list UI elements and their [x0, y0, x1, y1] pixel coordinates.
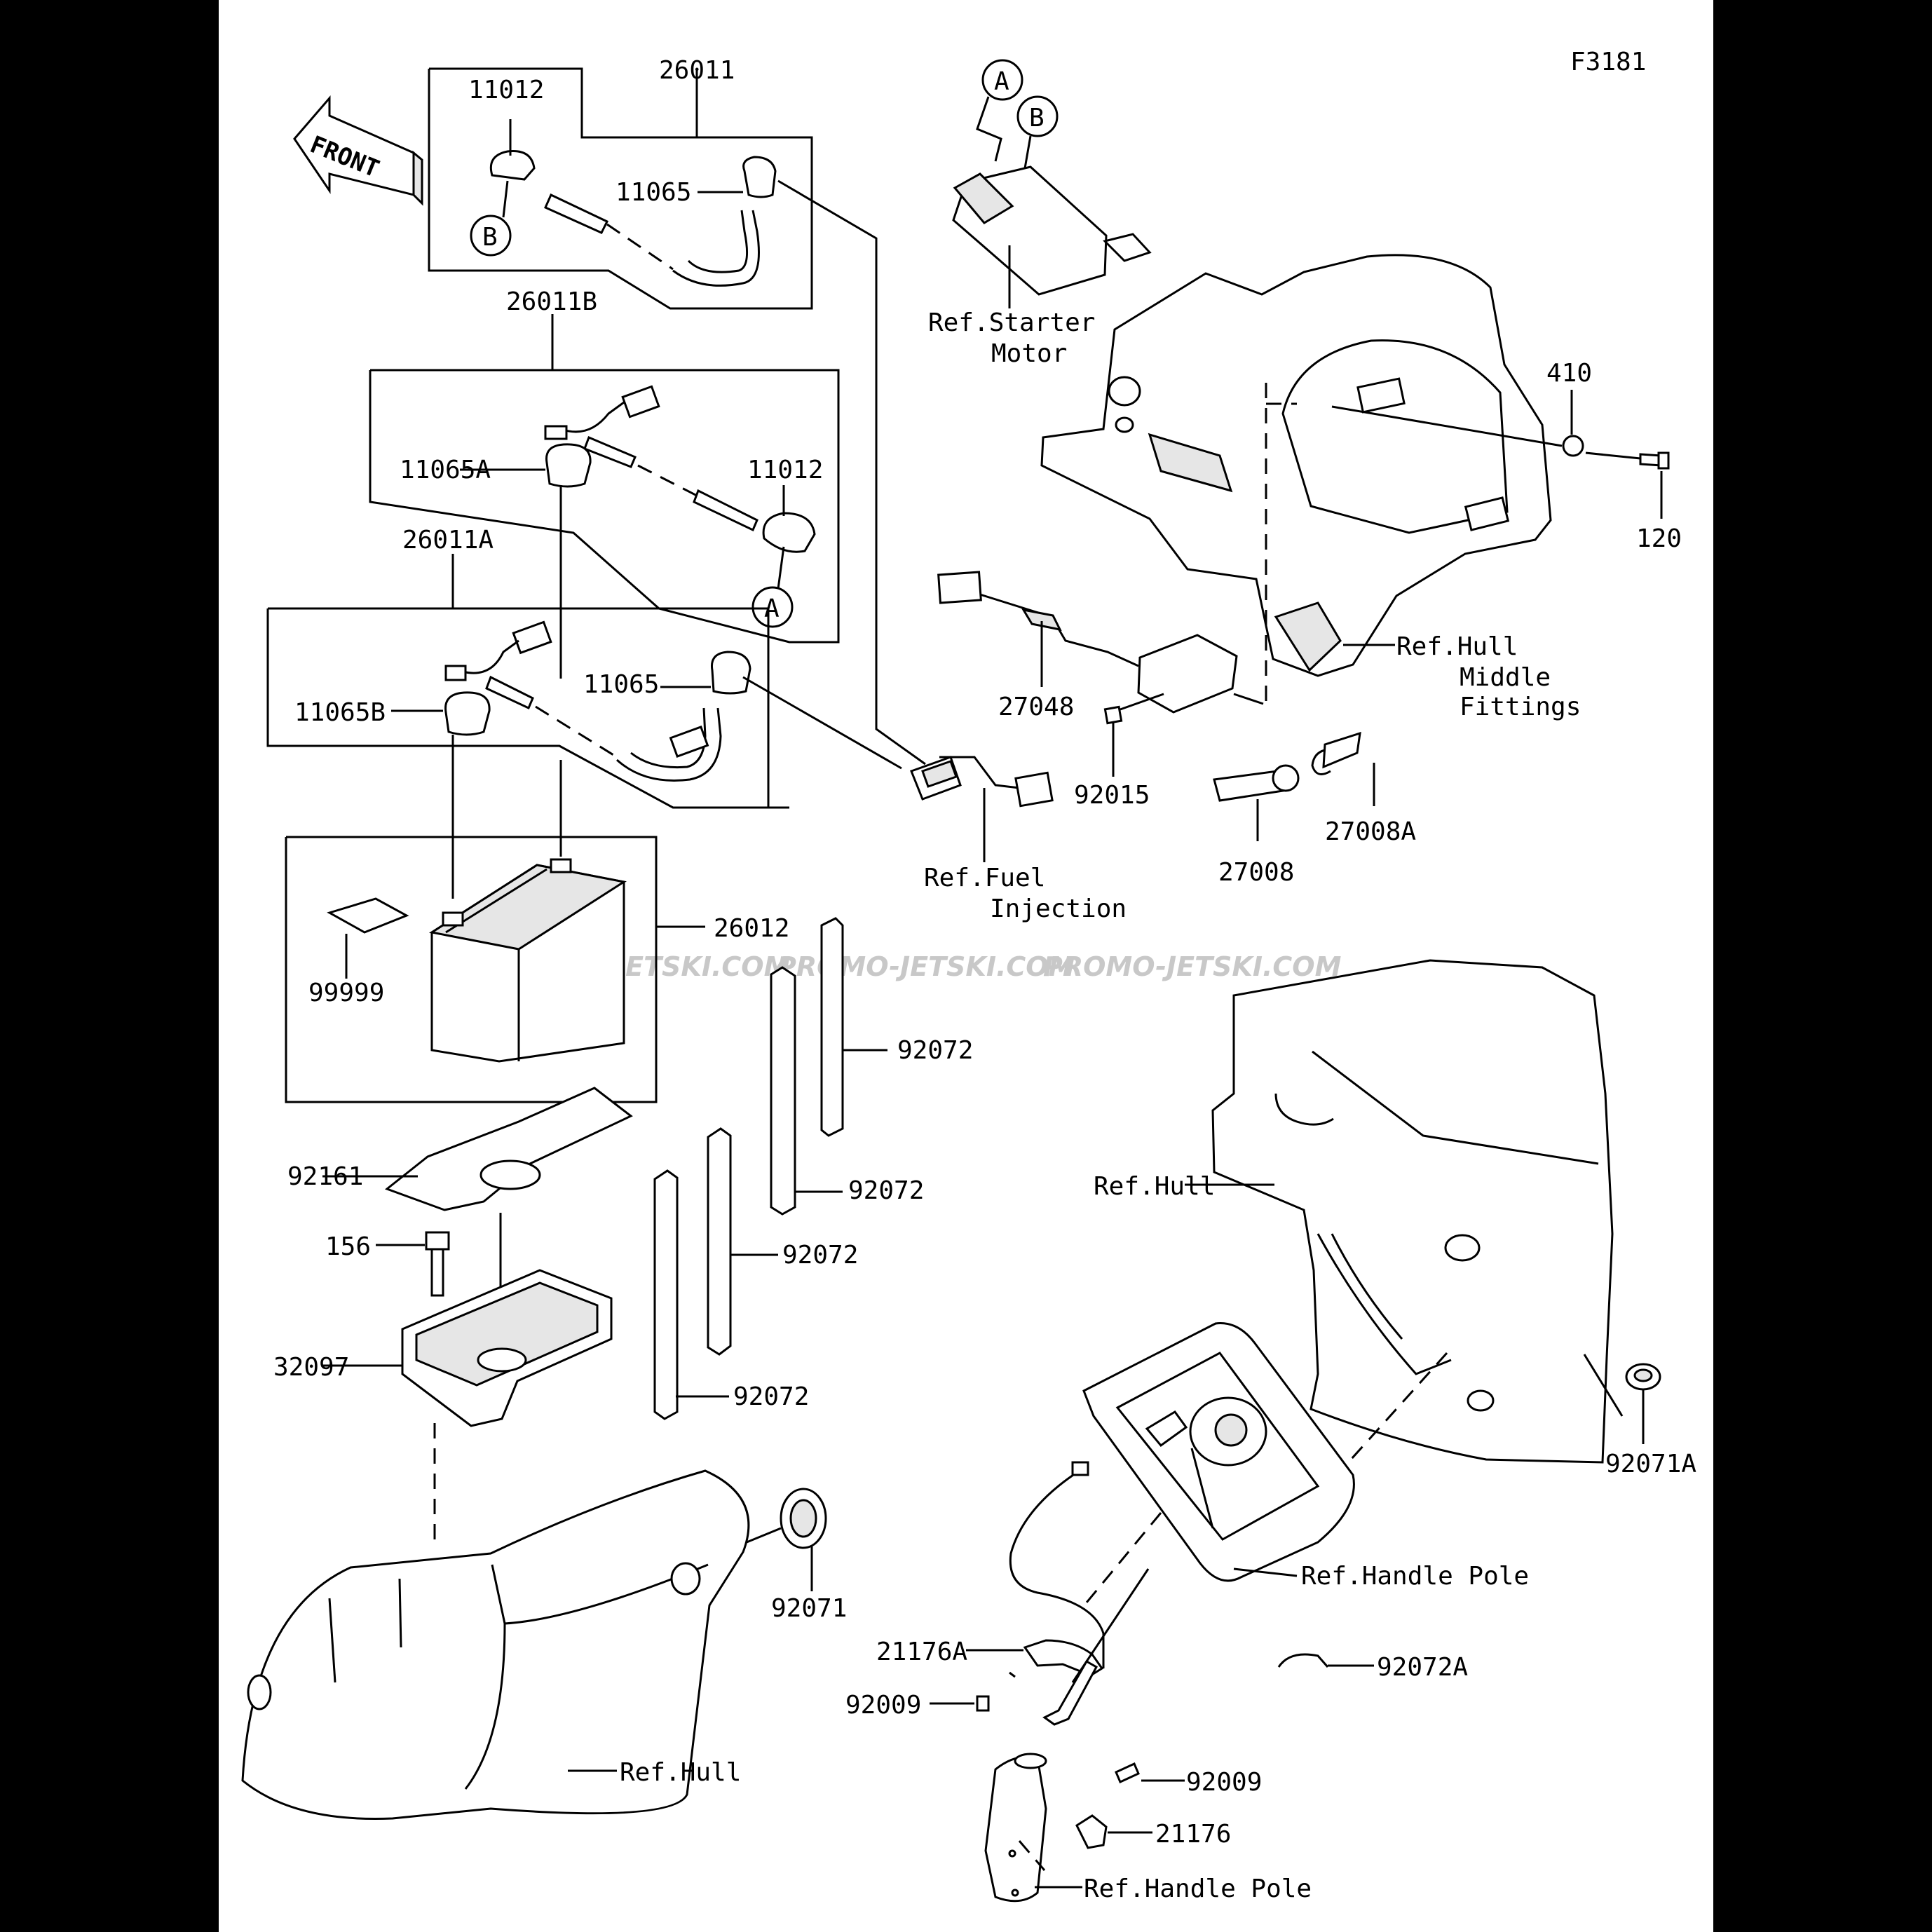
label-410: 410 [1546, 359, 1592, 388]
clip-92072A [1277, 1653, 1374, 1668]
ref-hull-middle-1: Ref.Hull [1396, 632, 1518, 661]
label-92072-4: 92072 [733, 1382, 809, 1411]
cable-assembly-26011B: A [369, 314, 840, 644]
label-26011A: 26011A [402, 526, 494, 555]
ref-fuel-2: Injection [990, 894, 1127, 923]
ref-starter-2: Motor [991, 339, 1067, 368]
label-120: 120 [1636, 524, 1682, 553]
starter-motor: A B [952, 59, 1152, 308]
marker-b-circle [470, 215, 512, 257]
label-92072-3: 92072 [782, 1241, 858, 1270]
cable-assembly-26011: B [428, 67, 813, 310]
label-92071A: 92071A [1605, 1450, 1696, 1478]
bolt-156 [376, 1213, 502, 1297]
watermark-text-1: JETSKI.COM [611, 951, 791, 982]
keys-27008 [1213, 731, 1375, 841]
ref-starter-1: Ref.Starter [928, 308, 1095, 337]
label-92009-2: 92009 [1186, 1768, 1262, 1797]
watermark: JETSKI.COM PROMO-JETSKI.COM PROMO-JETSKI… [611, 951, 1342, 982]
marker-b-label-2: B [1029, 104, 1045, 132]
label-92161: 92161 [287, 1162, 363, 1191]
switch-wire-21176A [930, 1461, 1162, 1712]
label-11012-mid: 11012 [747, 456, 823, 484]
relay-27048 [937, 571, 1264, 777]
label-11065A: 11065A [400, 456, 491, 484]
label-92015: 92015 [1074, 781, 1150, 810]
label-11065B: 11065B [294, 698, 386, 727]
hull-middle-fittings [1040, 254, 1552, 701]
marker-b-circle-2 [1016, 95, 1059, 137]
watermark-text-3: PROMO-JETSKI.COM [1043, 951, 1342, 982]
label-32097: 32097 [273, 1353, 349, 1382]
label-21176A: 21176A [876, 1638, 967, 1666]
label-92072-1: 92072 [897, 1036, 973, 1065]
fuel-injection-connector [910, 756, 1054, 862]
marker-b-label: B [482, 223, 498, 252]
label-26012: 26012 [714, 914, 789, 943]
ref-hull-middle-2: Middle [1460, 663, 1551, 692]
hull-right-section [1185, 959, 1624, 1482]
ref-fuel-1: Ref.Fuel [924, 864, 1045, 892]
ref-handle-pole-2: Ref.Handle Pole [1084, 1875, 1312, 1903]
label-11065-top: 11065 [615, 178, 691, 207]
label-92072-2: 92072 [848, 1176, 924, 1205]
label-92072A: 92072A [1377, 1653, 1468, 1682]
label-26011B: 26011B [506, 287, 597, 316]
cable-assembly-26011A [266, 485, 789, 899]
ref-hull-middle-3: Fittings [1460, 693, 1581, 721]
label-92009-1: 92009 [845, 1691, 921, 1720]
battery-26012 [285, 836, 705, 1103]
ref-hull-bottom: Ref.Hull [620, 1758, 741, 1787]
grommet-92071A [1625, 1363, 1661, 1444]
battery-plate-92161 [322, 1087, 633, 1211]
marker-a-circle-1 [981, 59, 1023, 101]
handle-pole-stem [984, 1568, 1185, 1903]
ref-hull-right: Ref.Hull [1094, 1172, 1215, 1201]
handle-pole-plate [1082, 1322, 1355, 1582]
label-11012-top: 11012 [468, 76, 544, 104]
straps-92072 [653, 917, 887, 1420]
label-156: 156 [325, 1232, 371, 1261]
diagram-code: F3181 [1570, 48, 1646, 76]
battery-case-32097 [321, 1269, 613, 1542]
marker-a-circle-2 [751, 586, 794, 628]
front-arrow-icon: FRONT [293, 95, 423, 206]
label-21176: 21176 [1155, 1820, 1231, 1849]
label-27048: 27048 [998, 693, 1074, 721]
label-26011: 26011 [659, 56, 735, 85]
fasteners-410-120 [1331, 390, 1670, 519]
ref-handle-pole-1: Ref.Handle Pole [1301, 1562, 1529, 1591]
label-11065-mid: 11065 [583, 670, 659, 699]
label-99999: 99999 [308, 979, 384, 1007]
hull-bottom-section [241, 1469, 750, 1820]
label-27008: 27008 [1218, 858, 1294, 887]
marker-a-label-1: A [994, 67, 1009, 96]
label-92071: 92071 [771, 1594, 847, 1623]
label-27008A: 27008A [1325, 817, 1416, 846]
